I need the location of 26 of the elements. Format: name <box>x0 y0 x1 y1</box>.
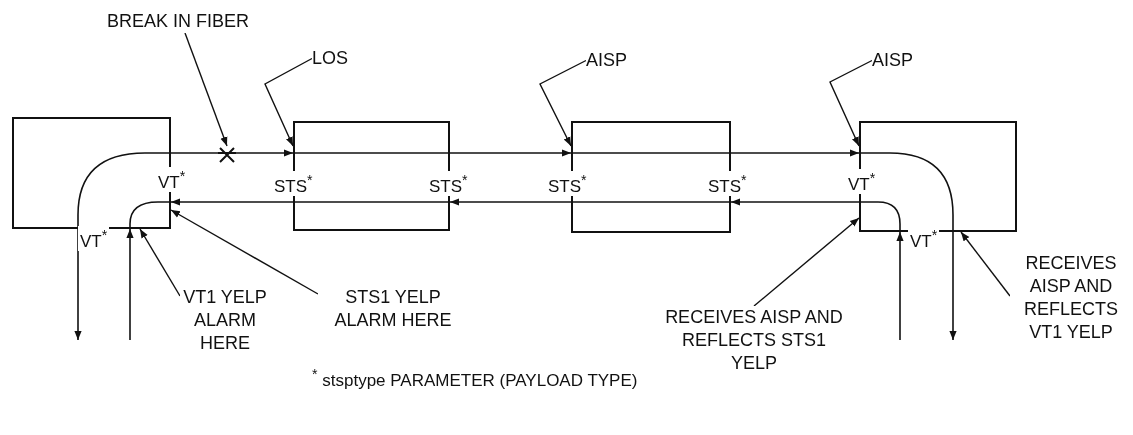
signal-arrow <box>449 149 572 157</box>
signal-arrow <box>730 198 860 206</box>
port-label: VT$^{*}$ <box>156 167 188 192</box>
leader-line <box>264 57 313 147</box>
port-label: VT$^{*}$ <box>846 169 878 194</box>
port-label: STS$^{*}$ <box>427 171 470 196</box>
footnote: $^{*}$ stsptype PARAMETER (PAYLOAD TYPE) <box>312 365 638 391</box>
port-label: STS$^{*}$ <box>272 171 315 196</box>
signal-arrow <box>730 149 860 157</box>
signal-arrow <box>170 198 294 206</box>
leader-line <box>170 209 319 295</box>
signal-arrow <box>949 231 957 341</box>
leader-line <box>539 59 587 147</box>
fiber-break-icon <box>218 146 236 164</box>
port-label: STS$^{*}$ <box>706 171 749 196</box>
port-label: VT$^{*}$ <box>78 226 110 251</box>
leader-line <box>184 32 228 147</box>
signal-arrow <box>896 231 904 341</box>
leader-line <box>753 217 860 307</box>
signal-arrow <box>235 149 294 157</box>
signal-arrow <box>449 198 572 206</box>
signal-arrow <box>126 228 134 341</box>
leader-line <box>829 59 873 147</box>
port-label: STS$^{*}$ <box>546 171 589 196</box>
leader-line <box>139 228 181 297</box>
leader-line <box>960 231 1011 297</box>
